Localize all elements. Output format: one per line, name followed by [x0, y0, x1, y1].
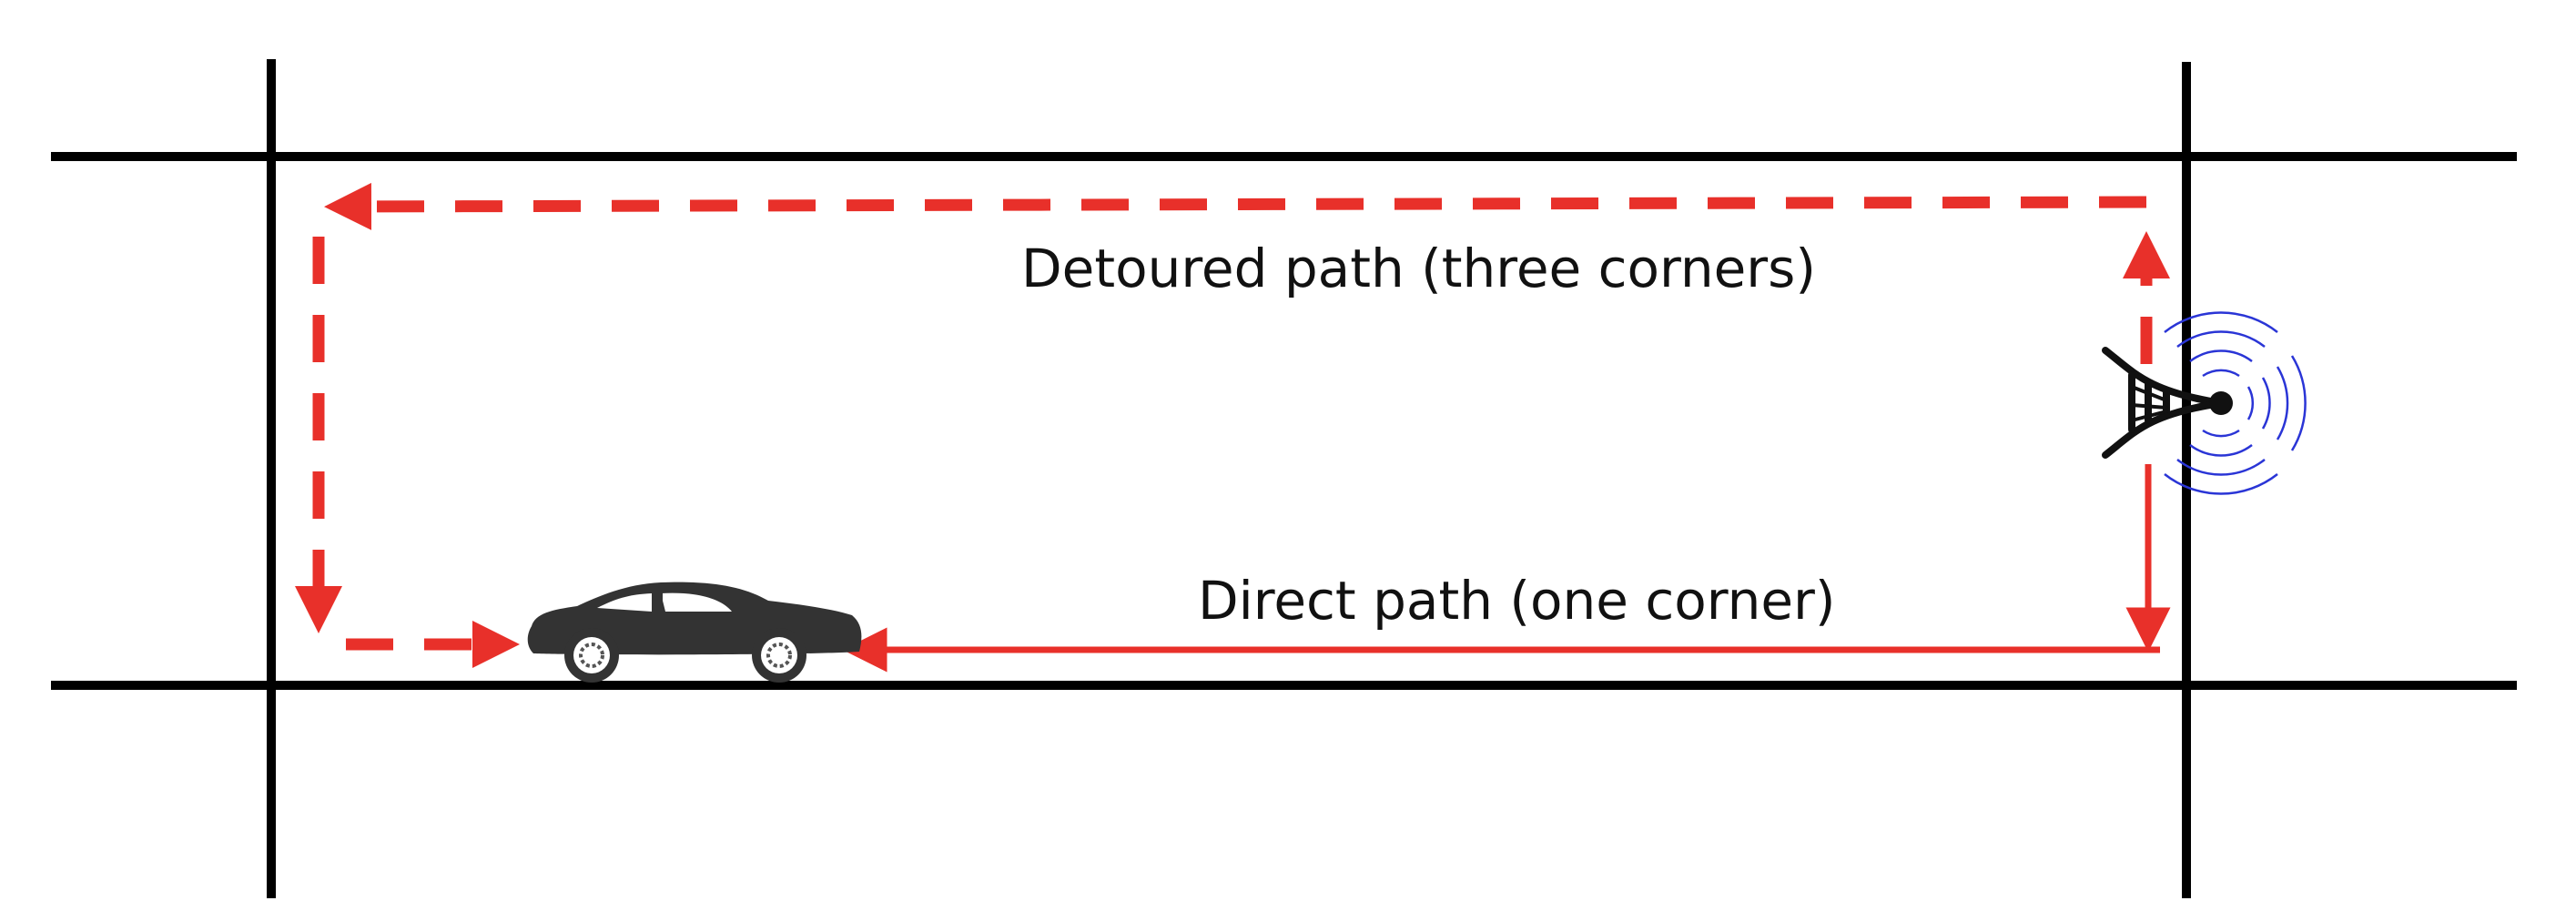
car-icon	[527, 582, 862, 683]
detoured-path-label: Detoured path (three corners)	[1021, 238, 1816, 299]
antenna-tower-icon	[2102, 347, 2233, 459]
direct-path-label: Direct path (one corner)	[1198, 570, 1836, 632]
detoured-path	[295, 182, 2170, 668]
detour-segment-top	[324, 182, 2147, 230]
road-grid	[51, 59, 2517, 898]
direct-path	[842, 464, 2171, 673]
signal-waves-icon	[2164, 311, 2307, 495]
